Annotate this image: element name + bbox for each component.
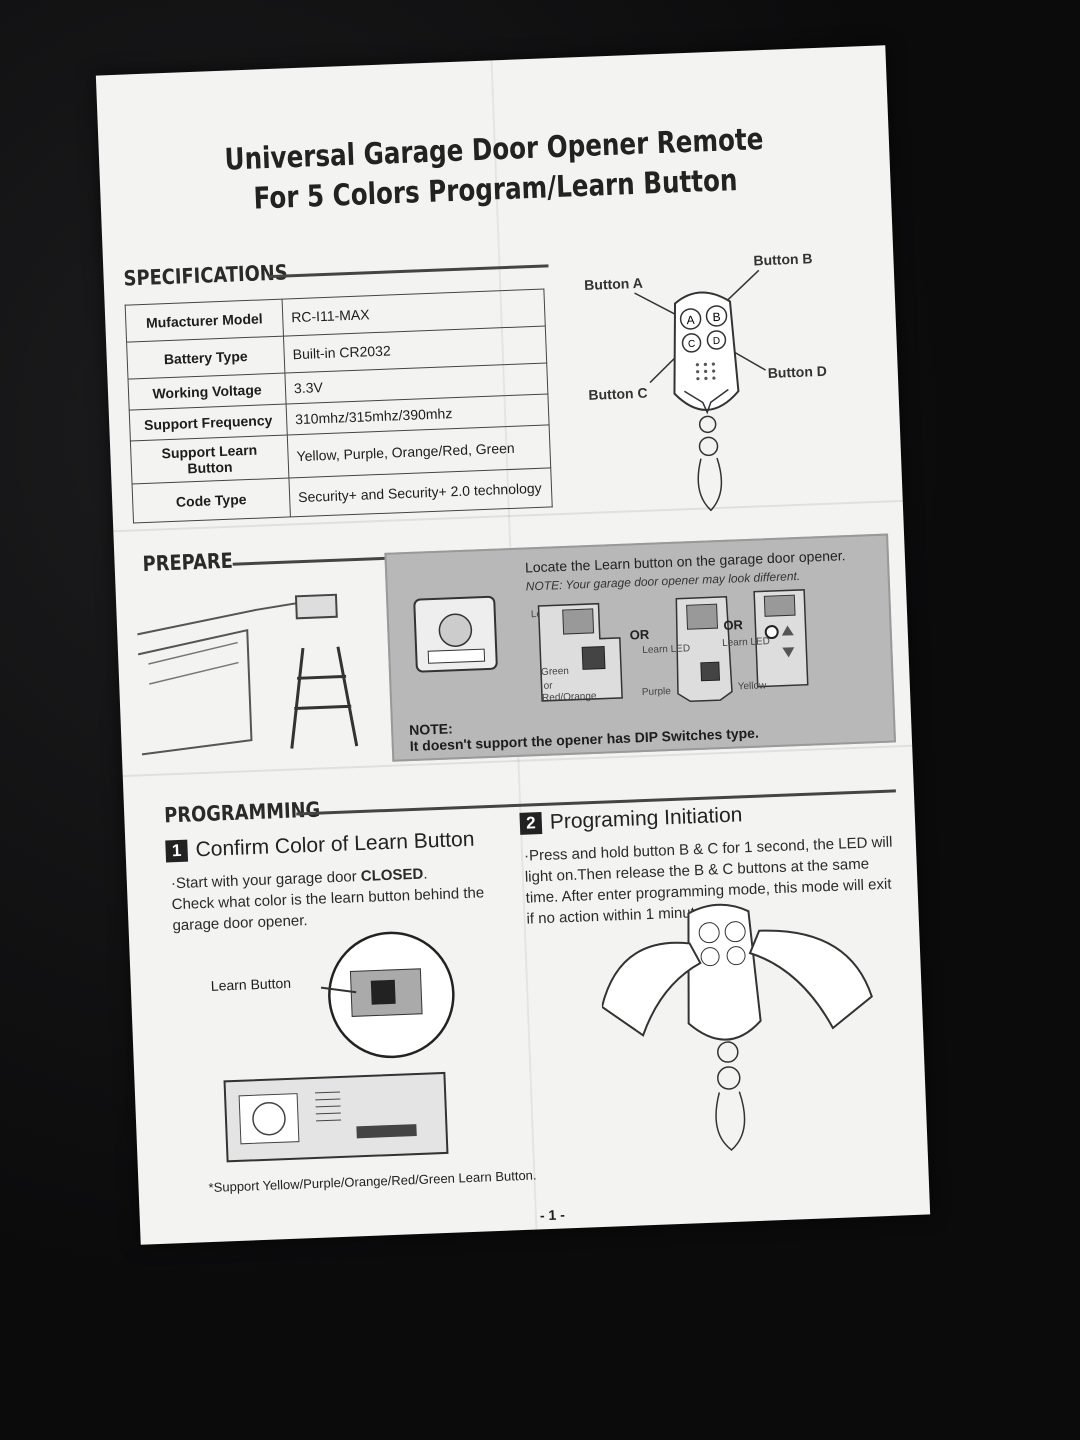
specifications-table: Mufacturer Model RC-I11-MAX Battery Type…: [125, 289, 553, 524]
prepare-heading: PREPARE: [142, 548, 234, 577]
specifications-heading: SPECIFICATIONS: [123, 260, 289, 291]
spec-key: Code Type: [132, 477, 291, 523]
note-text: It doesn't support the opener has DIP Sw…: [409, 724, 760, 755]
key-c: C: [688, 339, 696, 350]
note-title: NOTE:: [408, 720, 454, 739]
remote-diagram: Button A Button B Button C Button D A B …: [584, 246, 873, 525]
spec-key: Mufacturer Model: [125, 299, 284, 343]
document-title: Universal Garage Door Opener Remote For …: [170, 118, 820, 223]
step-1-text-before: ·Start with your garage door: [170, 868, 362, 893]
hands-pressing-remote-illustration: [600, 903, 873, 1151]
key-a: A: [686, 313, 695, 327]
step-1-text-after: .: [423, 865, 428, 883]
learn-led-label: Learn LED: [721, 636, 771, 649]
or-small-label: or: [543, 680, 553, 692]
learn-led-label: Learn LED: [642, 643, 691, 657]
key-b: B: [712, 310, 721, 324]
opener-unit-icon: [413, 595, 498, 673]
prepare-panel: Locate the Learn button on the garage do…: [384, 533, 897, 762]
green-label: Green: [540, 665, 570, 678]
page-number: - 1 -: [539, 1206, 566, 1224]
purple-label: Purple: [641, 685, 672, 699]
step-2-number: 2: [519, 812, 543, 835]
step-1-number: 1: [165, 839, 189, 863]
step-2-title: Programing Initiation: [549, 803, 743, 834]
step-1-heading: 1 Confirm Color of Learn Button: [165, 828, 475, 864]
instruction-sheet: Universal Garage Door Opener Remote For …: [95, 45, 931, 1245]
section-rule: [268, 264, 549, 279]
support-footnote: *Support Yellow/Purple/Orange/Red/Green …: [208, 1167, 537, 1196]
learn-panel-purple-icon: [675, 595, 733, 702]
learn-button-illustration: [223, 931, 455, 1163]
step-1-text-bold: CLOSED: [360, 865, 424, 886]
learn-panel-green-icon: [537, 602, 623, 702]
or-divider: OR: [723, 617, 744, 633]
learn-panel-yellow-icon: [753, 589, 809, 688]
remote-icon: A B C D: [634, 269, 767, 512]
garage-illustration: [137, 593, 359, 756]
step-2-heading: 2 Programing Initiation: [519, 803, 743, 836]
spec-key: Support Learn Button: [130, 435, 289, 485]
yellow-label: Yellow: [737, 680, 767, 693]
or-divider: OR: [629, 626, 650, 643]
key-d: D: [713, 336, 721, 347]
spec-key: Battery Type: [126, 336, 285, 380]
step-1-title: Confirm Color of Learn Button: [195, 827, 475, 862]
red-orange-label: Red/Orange: [541, 690, 597, 704]
